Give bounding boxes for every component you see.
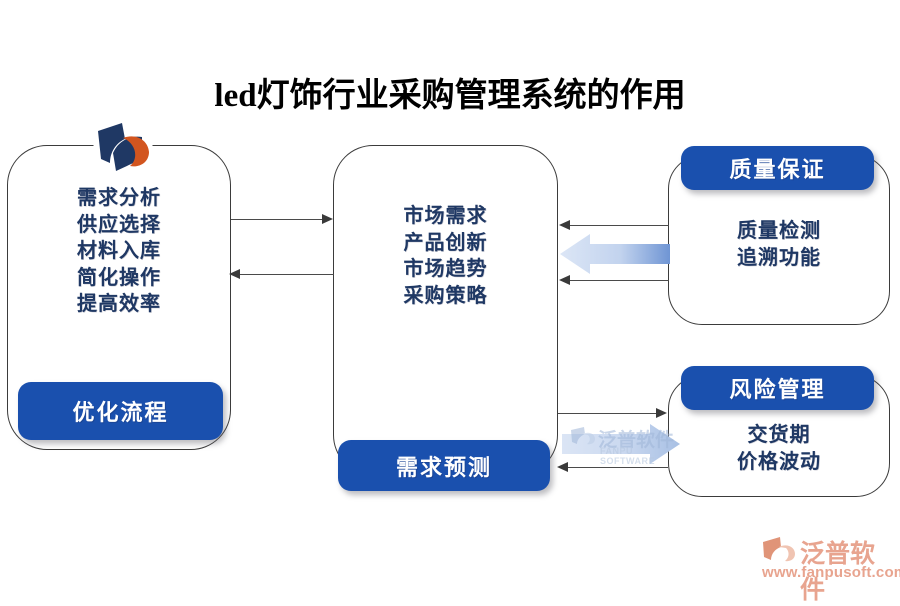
list-item: 提高效率 [77, 293, 161, 316]
list-item: 市场需求 [403, 205, 488, 227]
list-item: 价格波动 [737, 450, 821, 473]
arrowhead-left-icon [229, 269, 240, 279]
brand-hexagon-logo [92, 118, 154, 178]
list-item: 产品创新 [403, 231, 488, 254]
node-top-right-label-quality-assurance[interactable]: 质量保证 [681, 146, 874, 190]
list-item: 交货期 [747, 424, 811, 446]
node-center-items: 市场需求 产品创新 市场趋势 采购策略 [333, 203, 558, 309]
connector-risk-to-center [568, 467, 668, 468]
watermark-brand: 泛普软件 [800, 540, 876, 604]
arrowhead-right-icon [322, 214, 333, 224]
connector-left-to-center [231, 219, 324, 220]
list-item: 追溯功能 [737, 246, 821, 269]
arrowhead-left-icon [559, 275, 570, 285]
watermark-url: www.fanpusoft.com [762, 564, 900, 581]
list-item: 市场趋势 [403, 258, 488, 281]
list-item: 供应选择 [77, 213, 161, 236]
connector-quality-to-center-upper [570, 225, 669, 226]
block-arrow-quality-flow-icon [560, 232, 670, 276]
arrowhead-left-icon [559, 220, 570, 230]
corner-watermark: 泛普软件 www.fanpusoft.com [762, 534, 900, 604]
inline-watermark-brand: 泛普软件 [598, 430, 675, 451]
node-bottom-right-label-risk-management[interactable]: 风险管理 [681, 366, 874, 410]
node-bottom-right-items: 交货期 价格波动 [668, 422, 890, 475]
node-left-label-optimize-process[interactable]: 优化流程 [18, 382, 223, 440]
node-center-box [333, 145, 558, 475]
arrowhead-left-icon [557, 462, 568, 472]
list-item: 简化操作 [77, 266, 161, 289]
node-center-label-demand-forecast[interactable]: 需求预测 [338, 440, 550, 491]
list-item: 质量检测 [737, 220, 821, 242]
inline-watermark: 泛普软件 FANPU SOFTWARE [570, 425, 690, 466]
arrowhead-right-icon [656, 408, 667, 418]
node-top-right-items: 质量检测 追溯功能 [668, 218, 890, 271]
connector-center-to-left [240, 274, 334, 275]
list-item: 采购策略 [403, 284, 488, 307]
inline-watermark-sub: FANPU SOFTWARE [600, 446, 655, 466]
connector-quality-to-center-lower [570, 280, 669, 281]
node-left-items: 需求分析 供应选择 材料入库 简化操作 提高效率 [7, 185, 231, 318]
page-title: led灯饰行业采购管理系统的作用 [214, 78, 686, 114]
list-item: 需求分析 [77, 187, 161, 209]
list-item: 材料入库 [77, 240, 161, 263]
connector-center-to-risk [558, 413, 657, 414]
